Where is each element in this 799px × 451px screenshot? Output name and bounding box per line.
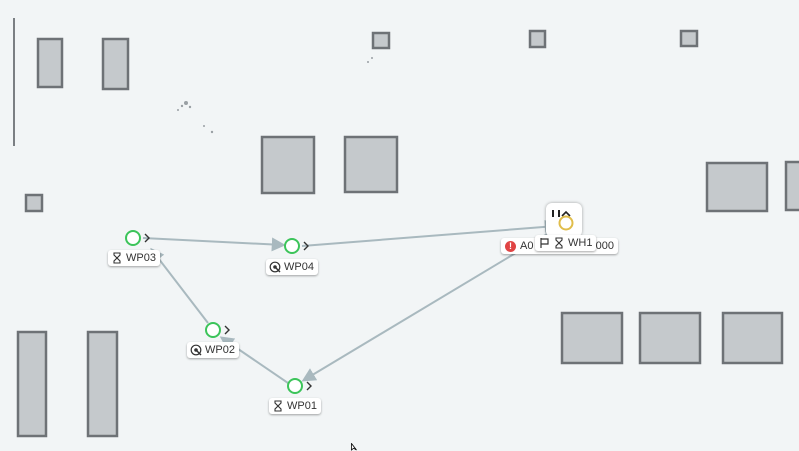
waypoint-label-wh1[interactable]: WH1 [535,235,597,251]
obstacle-block [343,135,399,194]
obstacle-block [36,37,64,89]
waypoint-marker-wp04[interactable] [284,238,309,254]
mouse-cursor-icon [351,443,357,451]
obstacle-block [371,31,391,50]
obstacle-block [260,135,316,195]
chevron-right-icon [303,241,309,251]
chevron-right-icon [224,325,230,335]
waypoint-marker-wp03[interactable] [125,230,150,246]
robot-marker[interactable] [546,203,582,237]
waypoint-label-wp03[interactable]: WP03 [108,250,160,266]
waypoint-label-text: WP02 [205,344,235,356]
route-layer [142,219,559,384]
waypoint-label-text: WP03 [126,252,156,264]
obstacle-block [679,29,699,48]
exclamation-icon: ! [505,240,516,252]
obstacle-block [24,193,44,213]
robot-alert-label: A0 [520,240,534,252]
scan-noise [177,57,373,134]
obstacle-block [638,311,702,365]
obstacle-layer [13,18,799,438]
obstacle-block [705,161,769,213]
flag-icon [540,238,549,248]
waypoint-label-wp04[interactable]: WP04 [266,259,318,275]
hourglass-icon [555,237,563,249]
obstacle-block [16,330,48,438]
chevron-right-icon [306,381,312,391]
waypoint-label-text: WH1 [568,237,593,249]
waypoint-label-text: WP04 [284,261,314,273]
route-wp02-wp03[interactable] [150,247,209,324]
obstacle-block [101,37,130,91]
waypoint-marker-wp02[interactable] [205,322,230,338]
obstacle-block [721,311,784,365]
robot-face-icon [552,210,574,231]
route-wp03-wp04[interactable] [142,237,286,252]
home-ring-wh1[interactable] [558,215,574,231]
obstacle-block [560,311,624,365]
hourglass-icon [274,400,282,412]
waypoint-label-wp02[interactable]: WP02 [187,342,239,358]
obstacle-block [86,330,119,438]
route-wp04-wh1[interactable] [301,219,559,247]
obstacle-block [784,160,799,212]
waypoint-label-wp01[interactable]: WP01 [269,398,321,414]
hourglass-icon [113,252,121,264]
waypoint-label-text: WP01 [287,400,317,412]
route-wh1-wp01[interactable] [301,229,555,382]
chevron-right-icon [144,233,150,243]
target-icon [190,344,202,356]
waypoint-marker-wp01[interactable] [287,378,312,394]
obstacle-block [528,29,547,49]
target-icon [269,261,281,273]
